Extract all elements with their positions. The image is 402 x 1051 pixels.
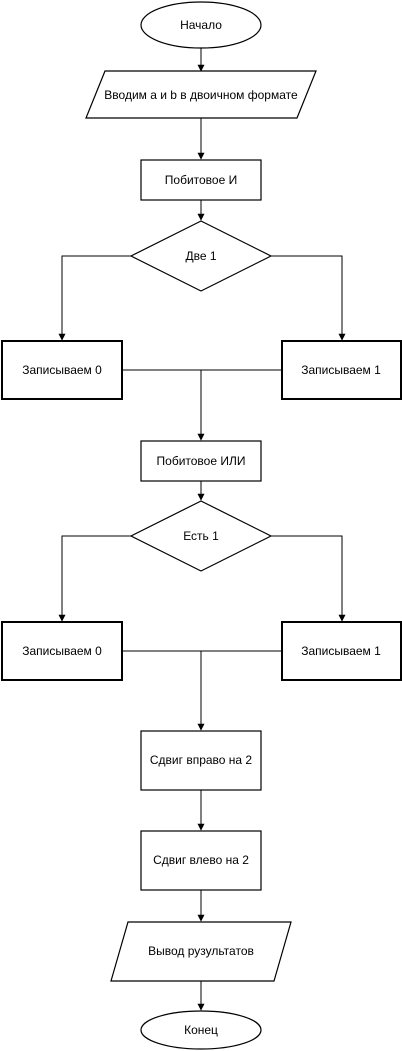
node-bitwise-or-label: Побитовое ИЛИ: [157, 454, 246, 468]
node-bitwise-or: Побитовое ИЛИ: [140, 440, 262, 482]
node-shift-right: Сдвиг вправо на 2: [140, 730, 262, 791]
node-write-zero-2: Записываем 0: [1, 621, 123, 681]
node-start: Начало: [140, 1, 262, 49]
node-shift-left-label: Сдвиг влево на 2: [153, 853, 249, 867]
node-end: Конец: [140, 1010, 262, 1050]
node-input: Вводим a и b в двоичном формате: [85, 70, 317, 119]
node-decision-has-one-label: Есть 1: [183, 529, 219, 543]
node-output-label: Вывод рузультатов: [148, 944, 254, 958]
node-input-label: Вводим a и b в двоичном формате: [104, 88, 298, 102]
node-write-one-1: Записываем 1: [281, 340, 402, 400]
node-decision-two-ones: Две 1: [129, 220, 273, 292]
node-write-zero-1: Записываем 0: [1, 340, 123, 400]
node-end-label: Конец: [184, 1023, 218, 1037]
node-write-zero-2-label: Записываем 0: [22, 644, 102, 658]
edge-decision2-right: [271, 535, 346, 622]
node-shift-right-label: Сдвиг вправо на 2: [150, 753, 253, 767]
node-bitwise-and: Побитовое И: [140, 159, 262, 201]
node-write-one-2-label: Записываем 1: [301, 644, 381, 658]
node-shift-left: Сдвиг влево на 2: [140, 830, 262, 891]
node-write-zero-1-label: Записываем 0: [22, 363, 102, 377]
node-output: Вывод рузультатов: [110, 921, 292, 982]
node-start-label: Начало: [180, 18, 222, 32]
node-decision-has-one: Есть 1: [129, 500, 273, 572]
edge-decision1-right: [271, 255, 346, 341]
edge-decision1-left: [58, 255, 131, 341]
node-decision-two-ones-label: Две 1: [185, 249, 216, 263]
edge-decision2-left: [58, 535, 131, 622]
node-bitwise-and-label: Побитовое И: [165, 173, 237, 187]
node-write-one-2: Записываем 1: [281, 621, 402, 681]
node-write-one-1-label: Записываем 1: [301, 363, 381, 377]
